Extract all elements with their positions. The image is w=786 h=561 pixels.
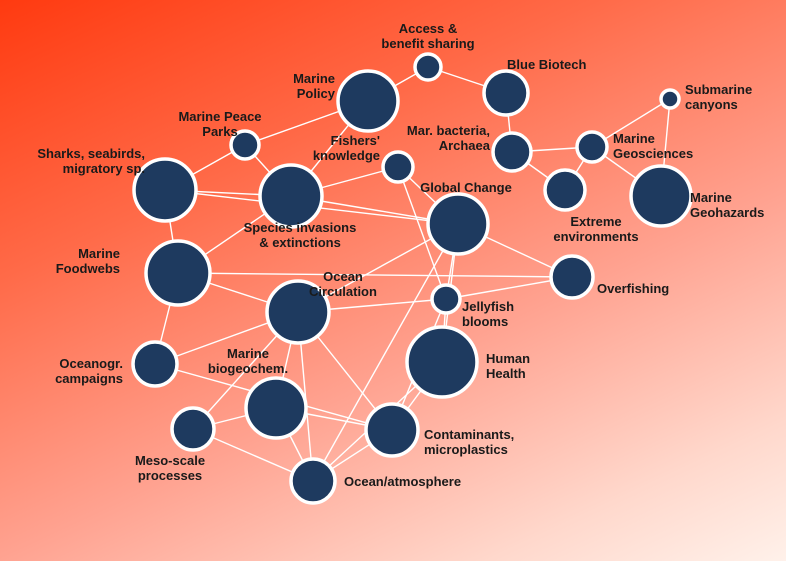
label-blue: Blue Biotech: [507, 57, 587, 72]
label-mesoscale-line-1: processes: [138, 468, 202, 483]
label-policy-line-0: Marine: [293, 71, 335, 86]
label-health-line-1: Health: [486, 366, 526, 381]
label-peace-line-0: Marine Peace: [178, 109, 261, 124]
node-biogeochem[interactable]: [244, 376, 308, 440]
label-contaminants-line-0: Contaminants,: [424, 427, 514, 442]
label-geosci-line-1: Geosciences: [613, 146, 693, 161]
label-geohaz-line-0: Marine: [690, 190, 732, 205]
label-sharks: Sharks, seabirds,migratory sp.: [37, 146, 145, 176]
node-geosci[interactable]: [575, 130, 609, 164]
label-submarine-line-1: canyons: [685, 97, 738, 112]
node-health[interactable]: [405, 325, 479, 399]
label-fishers-line-1: knowledge: [313, 148, 380, 163]
node-submarine[interactable]: [659, 88, 681, 110]
label-marbact-line-0: Mar. bacteria,: [407, 123, 490, 138]
label-submarine-line-0: Submarine: [685, 82, 752, 97]
label-biogeochem-line-1: biogeochem.: [208, 361, 288, 376]
node-policy[interactable]: [336, 69, 400, 133]
label-sharks-line-1: migratory sp.: [63, 161, 145, 176]
node-access[interactable]: [413, 52, 443, 82]
label-campaigns-line-1: campaigns: [55, 371, 123, 386]
label-mesoscale-line-0: Meso-scale: [135, 453, 205, 468]
node-invasions[interactable]: [258, 163, 324, 229]
label-campaigns: Oceanogr.campaigns: [55, 356, 123, 386]
label-sharks-line-0: Sharks, seabirds,: [37, 146, 145, 161]
label-blue-line-0: Blue Biotech: [507, 57, 587, 72]
label-overfishing: Overfishing: [597, 281, 669, 296]
label-campaigns-line-0: Oceanogr.: [59, 356, 123, 371]
label-fishers-line-0: Fishers': [331, 133, 380, 148]
label-access-line-0: Access &: [399, 21, 458, 36]
label-access-line-1: benefit sharing: [381, 36, 474, 51]
nodes-layer: [131, 52, 693, 505]
node-blue[interactable]: [482, 69, 530, 117]
label-invasions: Species invasions& extinctions: [244, 220, 357, 250]
label-contaminants-line-1: microplastics: [424, 442, 508, 457]
label-global: Global Change: [420, 180, 512, 195]
label-health-line-0: Human: [486, 351, 530, 366]
label-marbact-line-1: Archaea: [439, 138, 491, 153]
node-fishers[interactable]: [381, 150, 415, 184]
edge-global-atmosphere: [312, 223, 459, 482]
node-geohaz[interactable]: [629, 164, 693, 228]
node-contaminants[interactable]: [364, 402, 420, 458]
label-atmosphere: Ocean/atmosphere: [344, 474, 461, 489]
node-global[interactable]: [426, 192, 490, 256]
label-foodwebs-line-0: Marine: [78, 246, 120, 261]
node-overfishing[interactable]: [549, 254, 595, 300]
label-atmosphere-line-0: Ocean/atmosphere: [344, 474, 461, 489]
node-sharks[interactable]: [132, 157, 198, 223]
label-extreme-line-0: Extreme: [570, 214, 621, 229]
label-overfishing-line-0: Overfishing: [597, 281, 669, 296]
label-jellyfish-line-0: Jellyfish: [462, 299, 514, 314]
node-foodwebs[interactable]: [144, 239, 212, 307]
label-fishers: Fishers'knowledge: [313, 133, 380, 163]
node-jellyfish[interactable]: [430, 283, 462, 315]
label-extreme-line-1: environments: [553, 229, 638, 244]
label-circulation-line-1: Circulation: [309, 284, 377, 299]
node-marbact[interactable]: [491, 131, 533, 173]
label-access: Access &benefit sharing: [381, 21, 474, 51]
label-geosci-line-0: Marine: [613, 131, 655, 146]
edge-foodwebs-overfishing: [177, 272, 573, 278]
label-global-line-0: Global Change: [420, 180, 512, 195]
label-geohaz-line-1: Geohazards: [690, 205, 764, 220]
label-invasions-line-1: & extinctions: [259, 235, 341, 250]
node-campaigns[interactable]: [131, 340, 179, 388]
label-peace-line-1: Parks: [202, 124, 237, 139]
node-extreme[interactable]: [543, 168, 587, 212]
node-circulation[interactable]: [265, 279, 331, 345]
label-policy-line-1: Policy: [297, 86, 336, 101]
node-mesoscale[interactable]: [170, 406, 216, 452]
edge-fishers-jellyfish: [397, 166, 447, 300]
label-foodwebs-line-1: Foodwebs: [56, 261, 120, 276]
label-circulation-line-0: Ocean: [323, 269, 363, 284]
label-contaminants: Contaminants,microplastics: [424, 427, 514, 457]
node-atmosphere[interactable]: [289, 457, 337, 505]
label-marbact: Mar. bacteria,Archaea: [407, 123, 491, 153]
label-jellyfish-line-1: blooms: [462, 314, 508, 329]
node-peace[interactable]: [229, 129, 261, 161]
label-invasions-line-0: Species invasions: [244, 220, 357, 235]
label-biogeochem-line-0: Marine: [227, 346, 269, 361]
